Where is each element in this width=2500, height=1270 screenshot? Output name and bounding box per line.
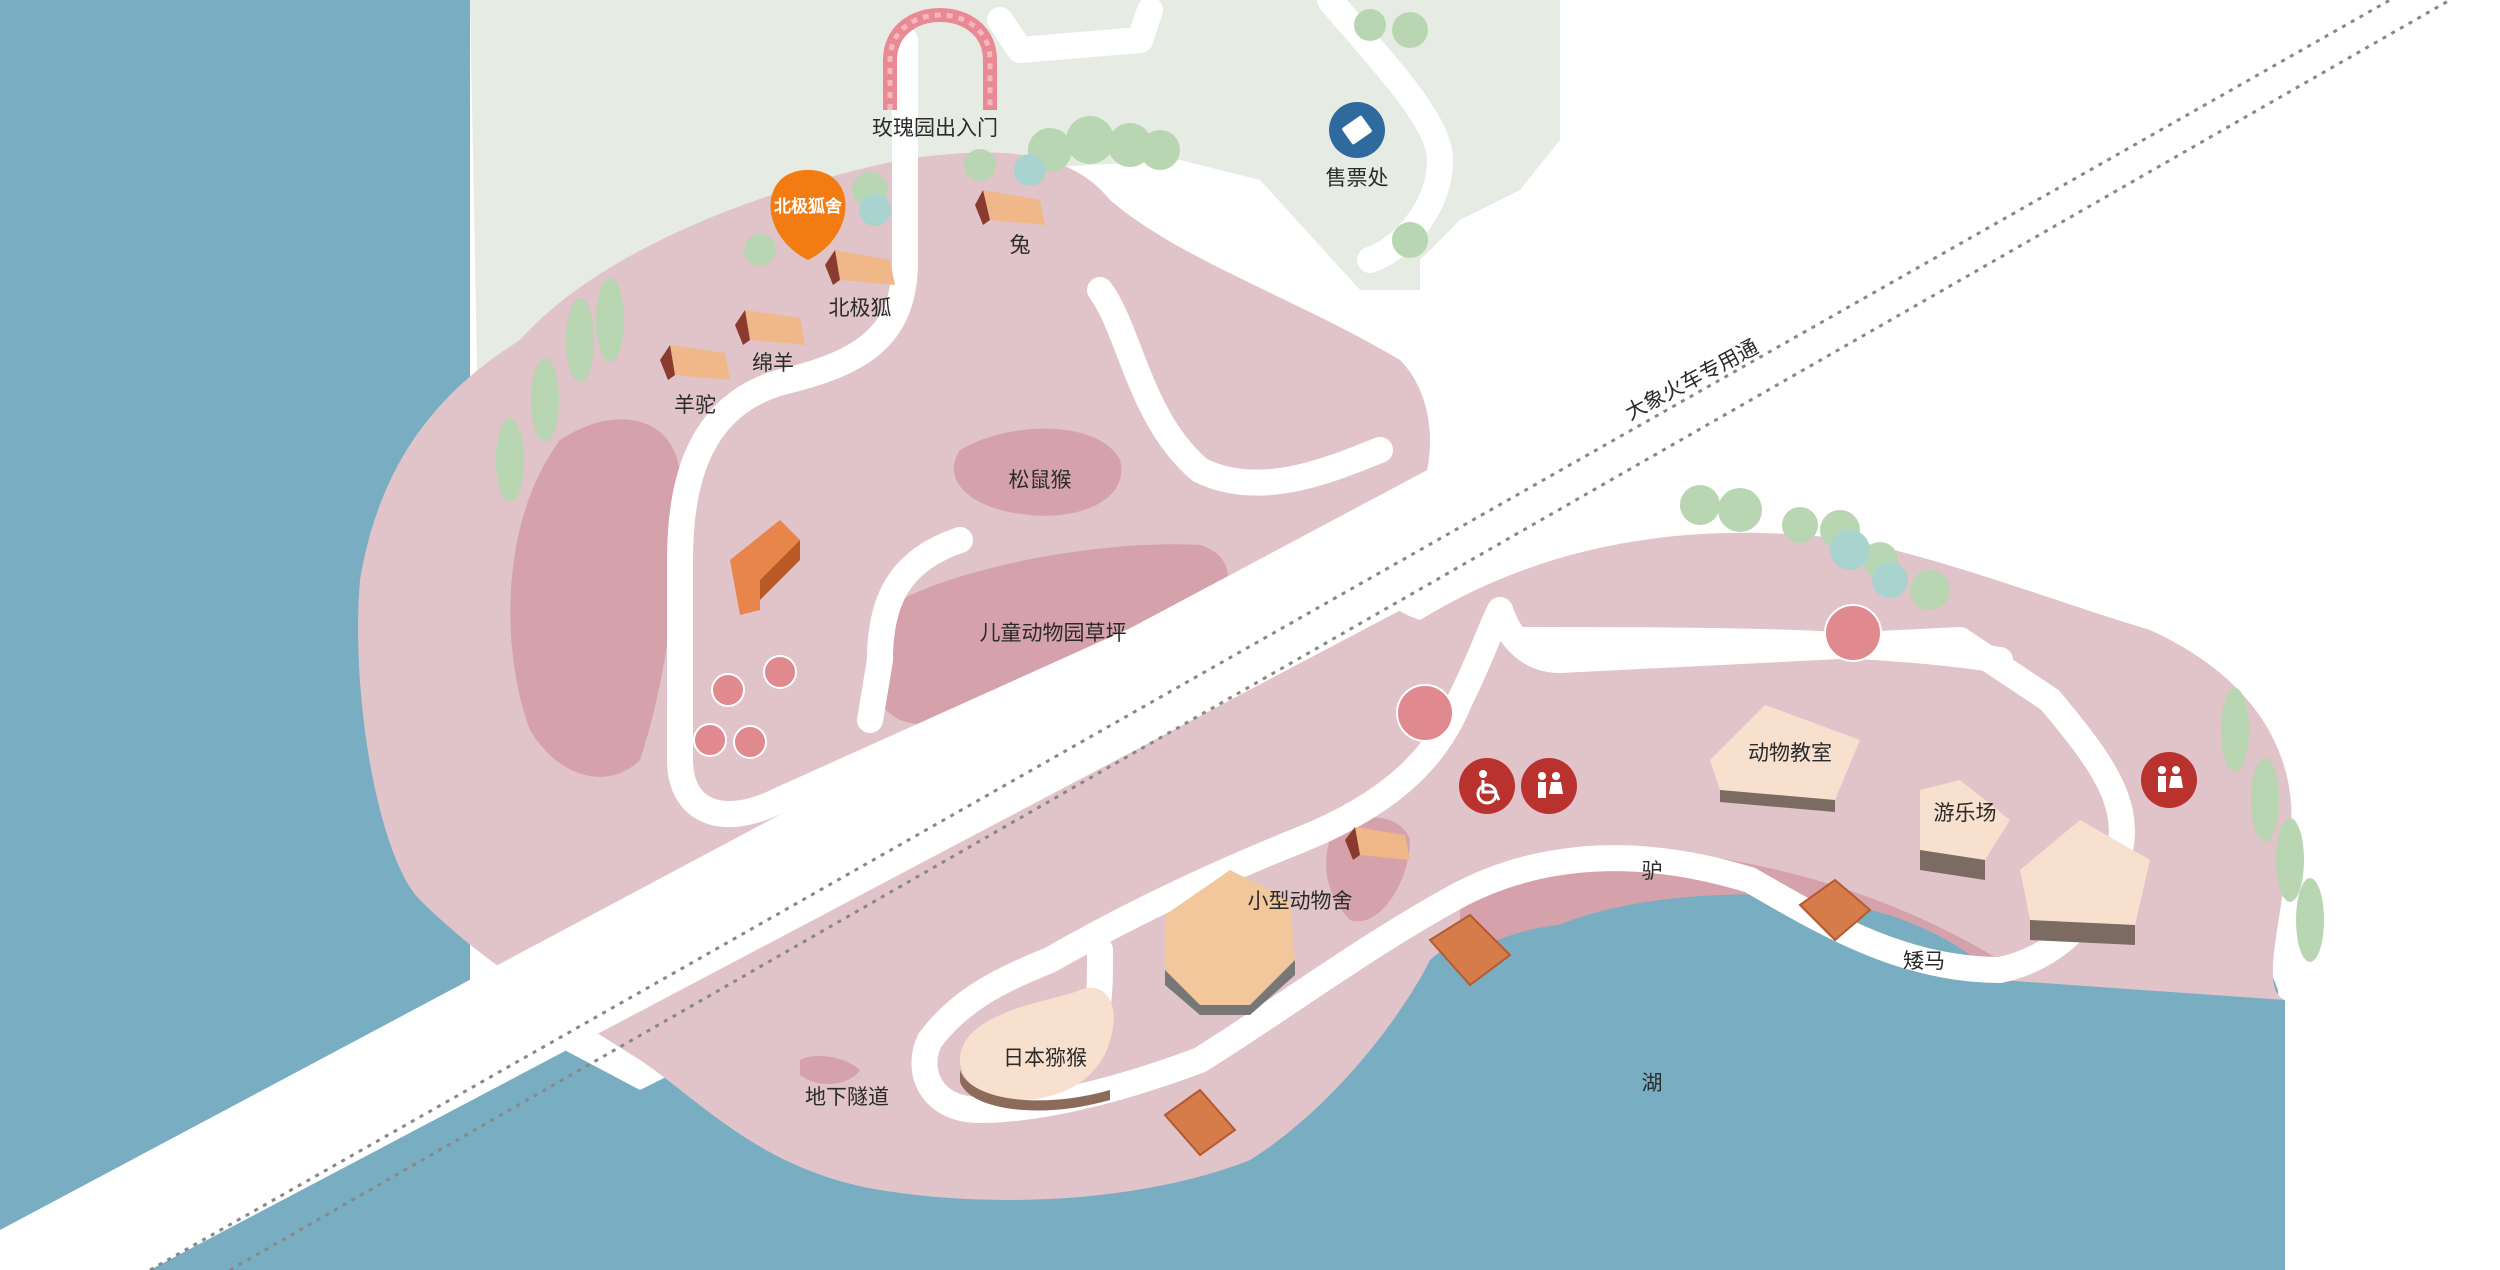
location-pin-icon[interactable]: 北极狐舍 xyxy=(770,170,846,260)
tunnel-patch xyxy=(800,1055,860,1085)
small-animal-house[interactable] xyxy=(1165,870,1295,1015)
playground[interactable] xyxy=(1920,780,2150,945)
playground-label: 游乐场 xyxy=(1934,801,1997,825)
marker-label: 北极狐舍 xyxy=(774,196,842,217)
ticket-office-label: 售票处 xyxy=(1326,166,1389,190)
tree-icon xyxy=(496,278,2324,962)
squirrel-monkey-patch xyxy=(953,428,1122,516)
building xyxy=(730,520,800,615)
small-animal-house-label: 小型动物舍 xyxy=(1248,889,1353,913)
pony-label: 矮马 xyxy=(1903,949,1945,973)
arctic-fox-label: 北极狐 xyxy=(829,296,892,320)
japanese-macaque-enclosure[interactable] xyxy=(960,988,1114,1111)
animal-classroom[interactable] xyxy=(1710,705,1860,812)
lake-label: 湖 xyxy=(1642,1071,1663,1095)
train-track-2 xyxy=(229,0,2451,1270)
ticket-icon[interactable] xyxy=(1329,102,1385,158)
animal-house-icon xyxy=(660,190,1410,860)
tree-icon xyxy=(744,9,1950,610)
umbrella-icon xyxy=(693,604,1882,759)
bridge-icon[interactable] xyxy=(1163,878,1872,1157)
donkey-label: 驴 xyxy=(1642,859,1663,883)
lake-inlet xyxy=(1200,894,2285,1270)
rose-gate-label: 玫瑰园出入门 xyxy=(872,116,998,140)
animal-classroom-label: 动物教室 xyxy=(1748,741,1832,765)
rose-arch-icon[interactable] xyxy=(883,8,997,110)
children-lawn-label: 儿童动物园草坪 xyxy=(980,621,1127,645)
squirrel-monkey-label: 松鼠猴 xyxy=(1009,468,1072,492)
alpaca-label: 羊驼 xyxy=(674,393,716,417)
patch-west xyxy=(510,419,680,777)
tree-icon xyxy=(859,154,1908,598)
children-lawn-patch xyxy=(870,544,1229,727)
rose-garden-area xyxy=(470,0,1560,540)
tunnel-label: 地下隧道 xyxy=(805,1085,889,1109)
restroom-icon[interactable] xyxy=(2141,752,2197,808)
restroom-icon[interactable] xyxy=(1521,758,1577,814)
rabbit-label: 兔 xyxy=(1010,233,1031,257)
sheep-label: 绵羊 xyxy=(752,351,794,375)
japanese-macaque-label: 日本猕猴 xyxy=(1003,1046,1087,1070)
wheelchair-icon[interactable] xyxy=(1459,758,1515,814)
